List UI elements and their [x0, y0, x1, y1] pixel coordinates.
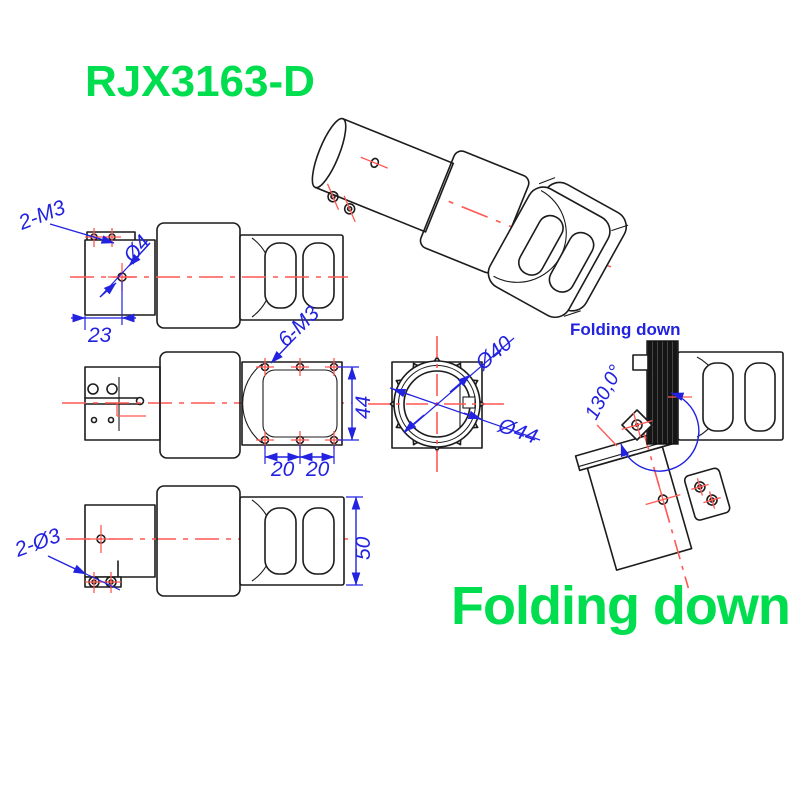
fold-angle-arc: [620, 392, 700, 472]
footer-caption: Folding down: [451, 576, 790, 636]
thread-callout-2m3: 2-M3: [15, 196, 69, 235]
page-title: RJX3163-D: [85, 57, 315, 106]
iso-tube-cap: [311, 117, 347, 189]
folded-caption: Folding down: [570, 320, 680, 339]
folded-view: Folding down: [570, 320, 784, 589]
outer-diameter-label: Ø44: [494, 414, 540, 449]
offset-dim-label: 23: [87, 324, 112, 347]
end-view: Ø40 Ø44: [368, 331, 540, 472]
pitch-label-left: 20: [270, 458, 295, 481]
iso-bracket: [487, 177, 629, 319]
plan-view: 6-M3 44 20 20: [62, 302, 375, 481]
side-view-bottom: 2-Ø3 50: [11, 485, 375, 597]
fold-angle-label: 130,0°: [581, 362, 628, 424]
knurl-ring: [159, 351, 241, 459]
folded-lug: [683, 467, 731, 521]
iso-hole-centerline: [360, 156, 388, 169]
side-view-top: 2-M3 Ø4 23: [15, 196, 348, 347]
isometric-view: [311, 117, 629, 319]
plate-height-label: 44: [352, 396, 375, 419]
iso-clamp-centerline: [343, 195, 356, 223]
plate-width-label: 50: [352, 536, 375, 560]
iso-clamp-centerline: [326, 183, 340, 210]
knurl-ring: [156, 485, 241, 597]
folded-tube: [574, 428, 731, 589]
hole-callout-2d3: 2-Ø3: [11, 524, 64, 562]
pitch-label-right: 20: [305, 458, 330, 481]
plate-pocket: [262, 369, 338, 438]
knurl-ring: [156, 222, 241, 329]
folded-knurl-ring: [646, 340, 679, 445]
tube-body: [84, 504, 156, 578]
